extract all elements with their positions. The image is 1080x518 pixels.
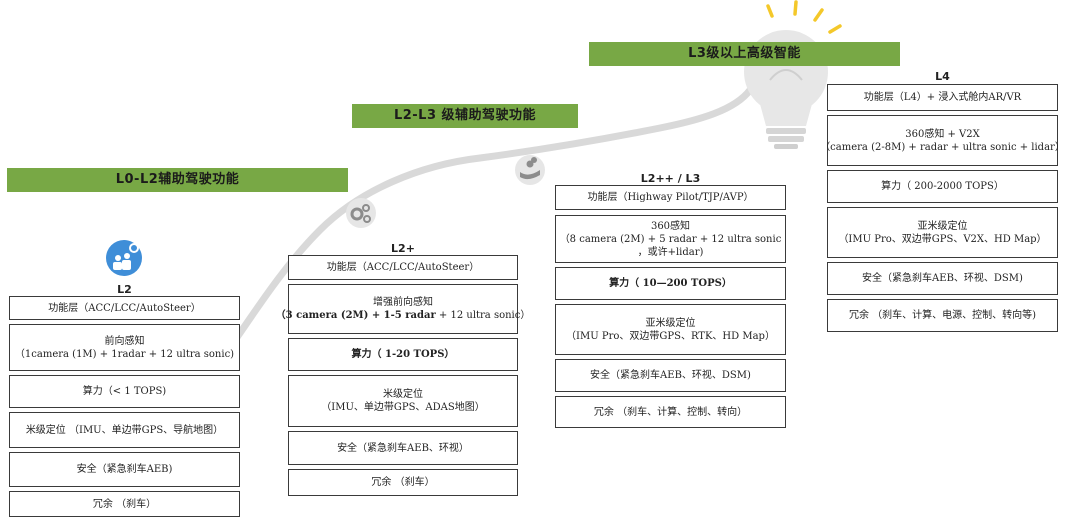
gears-icon [346,198,376,228]
l4-safety: 安全（紧急刹车AEB、环视、DSM) [827,262,1058,295]
banner-l3-plus: L3级以上高级智能 [589,42,900,66]
l2-compute: 算力（< 1 TOPS) [9,375,240,408]
bulb-rays [766,0,842,34]
l2-redundancy: 冗余 （刹车） [9,491,240,517]
road-curve [224,86,754,354]
l2plus-positioning: 米级定位 （IMU、单边带GPS、ADAS地图） [288,375,518,427]
l4-function-layer: 功能层（L4）+ 浸入式舱内AR/VR [827,84,1058,111]
l4-redundancy: 冗余 （刹车、计算、电源、控制、转向等) [827,299,1058,332]
l2-front-perception: 前向感知 （1camera (1M) + 1radar + 12 ultra s… [9,324,240,371]
column-label-l3: L2++ / L3 [640,172,701,185]
people-icon [106,240,142,276]
banner-l0-l2: L0-L2辅助驾驶功能 [7,168,348,192]
column-label-l4: L4 [935,70,950,83]
l3-redundancy: 冗余 （刹车、计算、控制、转向） [555,396,786,428]
l2plus-safety: 安全（紧急刹车AEB、环视） [288,431,518,465]
l3-function-layer: 功能层（Highway Pilot/TJP/AVP） [555,185,786,210]
l2plus-redundancy: 冗余 （刹车） [288,469,518,496]
l2plus-perception-bold-part: （3 camera (2M) + 1-5 radar [275,310,436,321]
l3-compute: 算力（ 10—200 TOPS） [555,267,786,300]
banner-l2-l3: L2-L3 级辅助驾驶功能 [352,104,578,128]
l2plus-enhanced-perception: 增强前向感知 （3 camera (2M) + 1-5 radar + 12 u… [276,284,530,334]
l2plus-function-layer: 功能层（ACC/LCC/AutoSteer） [288,255,518,280]
column-label-l2: L2 [117,283,132,296]
l3-360-perception: 360感知 （8 camera (2M) + 5 radar + 12 ultr… [555,215,786,263]
hand-coins-icon [515,155,545,185]
l2plus-perception-rest: + 12 ultra sonic） [435,310,531,321]
l4-360-perception-v2x: 360感知 + V2X （camera (2-8M) + radar + ult… [820,115,1065,166]
l2-function-layer: 功能层（ACC/LCC/AutoSteer） [9,296,240,320]
l2-positioning: 米级定位 （IMU、单边带GPS、导航地图） [9,412,240,448]
l4-compute: 算力（ 200-2000 TOPS） [827,170,1058,203]
l4-positioning: 亚米级定位 （IMU Pro、双边带GPS、V2X、HD Map） [827,207,1058,258]
l3-safety: 安全（紧急刹车AEB、环视、DSM) [555,359,786,392]
column-label-l2plus: L2+ [391,242,415,255]
l3-positioning: 亚米级定位 （IMU Pro、双边带GPS、RTK、HD Map） [555,304,786,355]
l2plus-compute: 算力（ 1-20 TOPS） [288,338,518,371]
l2-safety: 安全（紧急刹车AEB) [9,452,240,487]
